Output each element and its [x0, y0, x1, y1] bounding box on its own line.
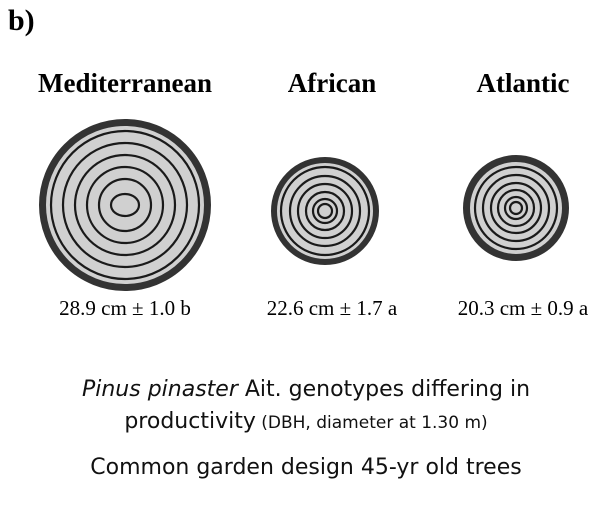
caption-dbh-note: (DBH, diameter at 1.30 m)	[256, 413, 488, 433]
caption-productivity: productivity	[124, 409, 256, 434]
bark-ring	[43, 123, 208, 288]
dbh-value-african: 22.6 cm ± 1.7 a	[222, 296, 442, 321]
caption-description: Pinus pinaster Ait. genotypes differing …	[0, 374, 612, 439]
caption-line1: Ait. genotypes differing in	[238, 377, 530, 402]
dbh-value-atlantic: 20.3 cm ± 0.9 a	[413, 296, 612, 321]
tree-cross-section-atlantic	[467, 159, 566, 258]
dbh-value-mediterranean: 28.9 cm ± 1.0 b	[15, 296, 235, 321]
tree-cross-section-african	[274, 160, 376, 262]
tree-ring-diagram	[0, 0, 612, 300]
caption-design: Common garden design 45-yr old trees	[0, 455, 612, 480]
tree-cross-section-mediterranean	[43, 123, 208, 288]
species-name: Pinus pinaster	[82, 377, 238, 402]
bark-ring	[467, 159, 566, 258]
